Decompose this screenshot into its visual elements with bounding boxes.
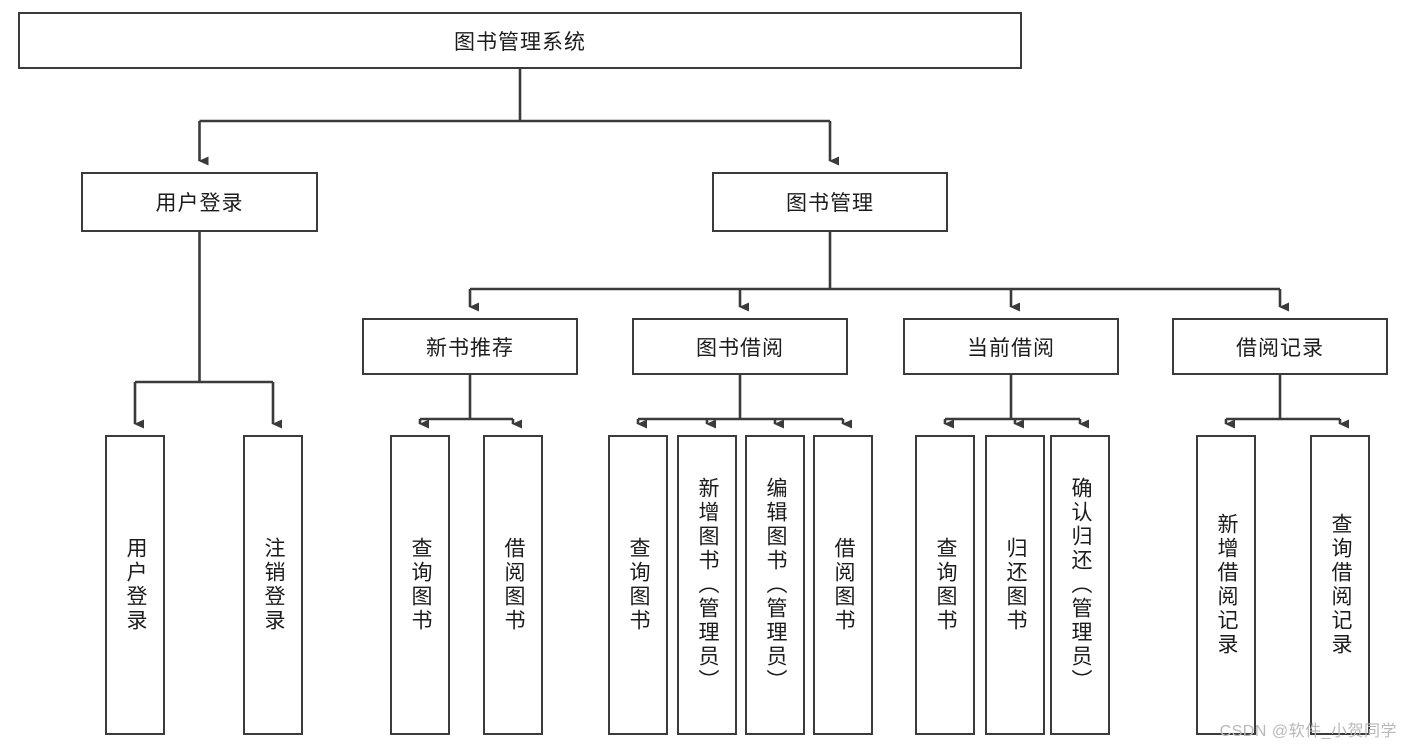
node-label-leaf-logout-login: 注销登录 [262,537,286,633]
node-book-manage[interactable]: 图书管理 [712,172,948,232]
node-label-leaf-query-book-rec: 查询图书 [409,537,433,633]
node-label-current-borrow: 当前借阅 [967,336,1055,360]
node-leaf-query-book-current[interactable]: 查询图书 [915,435,975,735]
node-leaf-borrow-book[interactable]: 借阅图书 [813,435,873,735]
node-book-borrow[interactable]: 图书借阅 [632,318,848,375]
node-leaf-query-borrow-record[interactable]: 查询借阅记录 [1310,435,1370,735]
node-label-leaf-query-book-borrow: 查询图书 [627,537,651,633]
node-label-leaf-edit-book-admin: 编辑图书（管理员） [764,477,788,693]
node-label-leaf-query-borrow-record: 查询借阅记录 [1329,513,1353,657]
node-borrow-record[interactable]: 借阅记录 [1172,318,1388,375]
node-leaf-confirm-return-admin[interactable]: 确认归还（管理员） [1050,435,1110,735]
node-label-leaf-confirm-return-admin: 确认归还（管理员） [1069,477,1093,693]
node-label-leaf-add-book-admin: 新增图书（管理员） [696,477,720,693]
node-leaf-add-book-admin[interactable]: 新增图书（管理员） [677,435,737,735]
node-label-root: 图书管理系统 [454,30,586,54]
node-user-login[interactable]: 用户登录 [81,172,318,232]
node-leaf-add-borrow-record[interactable]: 新增借阅记录 [1196,435,1256,735]
node-label-leaf-user-login: 用户登录 [124,537,148,633]
node-label-book-borrow: 图书借阅 [696,336,784,360]
node-leaf-edit-book-admin[interactable]: 编辑图书（管理员） [745,435,805,735]
node-leaf-query-book-borrow[interactable]: 查询图书 [608,435,668,735]
node-label-user-login: 用户登录 [155,192,244,215]
node-leaf-query-book-rec[interactable]: 查询图书 [390,435,450,735]
node-leaf-logout-login[interactable]: 注销登录 [243,435,303,735]
node-leaf-return-book[interactable]: 归还图书 [985,435,1045,735]
node-leaf-borrow-book-rec[interactable]: 借阅图书 [483,435,543,735]
node-label-leaf-query-book-current: 查询图书 [934,537,958,633]
node-label-borrow-record: 借阅记录 [1236,336,1324,360]
node-new-book-rec[interactable]: 新书推荐 [362,318,578,375]
node-root[interactable]: 图书管理系统 [18,12,1022,69]
node-leaf-user-login[interactable]: 用户登录 [105,435,165,735]
node-label-leaf-return-book: 归还图书 [1004,537,1028,633]
node-label-new-book-rec: 新书推荐 [426,336,514,360]
node-label-book-manage: 图书管理 [786,192,874,215]
node-label-leaf-add-borrow-record: 新增借阅记录 [1215,513,1239,657]
node-label-leaf-borrow-book: 借阅图书 [832,537,856,633]
node-current-borrow[interactable]: 当前借阅 [903,318,1119,375]
node-label-leaf-borrow-book-rec: 借阅图书 [502,537,526,633]
